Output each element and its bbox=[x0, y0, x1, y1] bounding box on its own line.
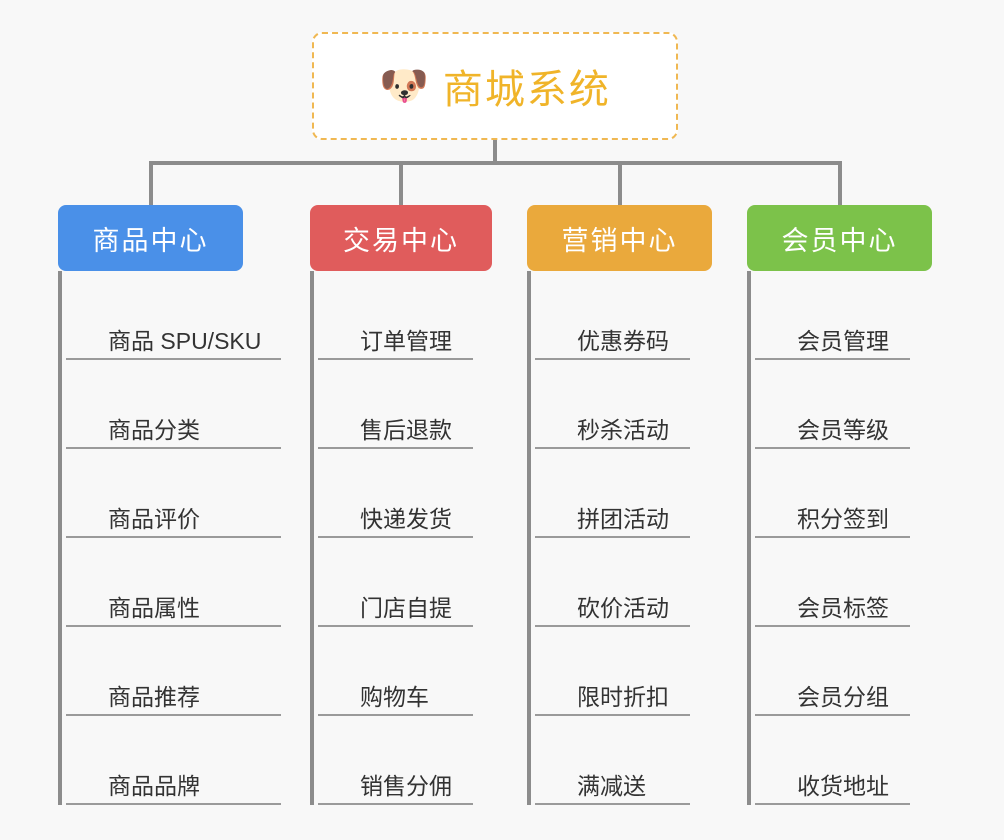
branch-header-label: 营销中心 bbox=[561, 225, 678, 256]
leaf-item[interactable]: 会员标签 bbox=[755, 538, 932, 627]
branch-header-2[interactable]: 交易中心 bbox=[310, 205, 492, 271]
leaf-item-label: 会员分组 bbox=[797, 683, 889, 710]
leaf-item-underline bbox=[755, 803, 910, 805]
leaf-item-label: 商品分类 bbox=[108, 416, 200, 443]
leaf-item-underline bbox=[535, 358, 690, 360]
leaf-item-underline bbox=[318, 358, 473, 360]
leaf-item-label: 会员标签 bbox=[797, 594, 889, 621]
connector-drop-3 bbox=[617, 161, 622, 205]
leaf-item[interactable]: 商品推荐 bbox=[66, 627, 281, 716]
leaf-item[interactable]: 商品评价 bbox=[66, 449, 281, 538]
leaf-item[interactable]: 积分签到 bbox=[755, 449, 932, 538]
leaf-item[interactable]: 秒杀活动 bbox=[535, 360, 712, 449]
leaf-item-underline bbox=[755, 447, 910, 449]
leaf-item-label: 优惠券码 bbox=[577, 327, 669, 354]
leaf-item-underline bbox=[66, 803, 281, 805]
leaf-item-underline bbox=[755, 714, 910, 716]
leaf-item-underline bbox=[318, 447, 473, 449]
leaf-list-2: 订单管理售后退款快递发货门店自提购物车销售分佣 bbox=[310, 271, 492, 805]
branch-header-3[interactable]: 营销中心 bbox=[527, 205, 712, 271]
leaf-item-label: 售后退款 bbox=[360, 416, 452, 443]
leaf-item-underline bbox=[66, 714, 281, 716]
leaf-list-4: 会员管理会员等级积分签到会员标签会员分组收货地址 bbox=[747, 271, 932, 805]
leaf-item[interactable]: 商品分类 bbox=[66, 360, 281, 449]
leaf-item-label: 商品评价 bbox=[108, 505, 200, 532]
leaf-item-underline bbox=[318, 714, 473, 716]
leaf-item-label: 门店自提 bbox=[360, 594, 452, 621]
leaf-item-underline bbox=[535, 803, 690, 805]
leaf-item-underline bbox=[755, 358, 910, 360]
leaf-item[interactable]: 限时折扣 bbox=[535, 627, 712, 716]
leaf-item-underline bbox=[318, 536, 473, 538]
leaf-item-label: 限时折扣 bbox=[577, 683, 669, 710]
leaf-item-underline bbox=[66, 358, 281, 360]
leaf-item-underline bbox=[755, 625, 910, 627]
branch-header-label: 商品中心 bbox=[92, 225, 209, 256]
branch-column-4: 会员中心会员管理会员等级积分签到会员标签会员分组收货地址 bbox=[747, 205, 932, 805]
dog-face-icon: 🐶 bbox=[379, 64, 429, 108]
leaf-item-underline bbox=[535, 447, 690, 449]
leaf-item[interactable]: 商品 SPU/SKU bbox=[66, 271, 281, 360]
leaf-item[interactable]: 满减送 bbox=[535, 716, 712, 805]
branch-header-1[interactable]: 商品中心 bbox=[58, 205, 243, 271]
leaf-item-label: 收货地址 bbox=[797, 772, 889, 799]
leaf-item[interactable]: 订单管理 bbox=[318, 271, 492, 360]
leaf-item-underline bbox=[66, 536, 281, 538]
leaf-item[interactable]: 购物车 bbox=[318, 627, 492, 716]
leaf-item[interactable]: 会员等级 bbox=[755, 360, 932, 449]
root-title: 商城系统 bbox=[442, 68, 611, 112]
root-node[interactable]: 🐶 商城系统 bbox=[312, 32, 678, 140]
leaf-item-label: 购物车 bbox=[360, 683, 429, 710]
connector-drop-2 bbox=[399, 161, 403, 205]
leaf-list-3: 优惠券码秒杀活动拼团活动砍价活动限时折扣满减送 bbox=[527, 271, 712, 805]
leaf-item[interactable]: 商品属性 bbox=[66, 538, 281, 627]
leaf-item[interactable]: 会员分组 bbox=[755, 627, 932, 716]
connector-drop-4 bbox=[837, 161, 842, 205]
leaf-item[interactable]: 商品品牌 bbox=[66, 716, 281, 805]
leaf-item-label: 订单管理 bbox=[360, 327, 452, 354]
leaf-item[interactable]: 门店自提 bbox=[318, 538, 492, 627]
leaf-list-1: 商品 SPU/SKU 商品分类商品评价商品属性商品推荐商品品牌 bbox=[58, 271, 281, 805]
branch-header-label: 会员中心 bbox=[781, 225, 898, 256]
leaf-item-label: 商品 SPU/SKU bbox=[108, 327, 262, 354]
leaf-item[interactable]: 优惠券码 bbox=[535, 271, 712, 360]
leaf-item-underline bbox=[66, 625, 281, 627]
leaf-item[interactable]: 销售分佣 bbox=[318, 716, 492, 805]
branch-column-1: 商品中心商品 SPU/SKU 商品分类商品评价商品属性商品推荐商品品牌 bbox=[58, 205, 281, 805]
leaf-item-label: 商品推荐 bbox=[108, 683, 200, 710]
leaf-item-label: 砍价活动 bbox=[577, 594, 669, 621]
leaf-item-label: 秒杀活动 bbox=[577, 416, 669, 443]
leaf-item-label: 商品品牌 bbox=[108, 772, 200, 799]
leaf-item-label: 会员管理 bbox=[797, 327, 889, 354]
branch-column-3: 营销中心优惠券码秒杀活动拼团活动砍价活动限时折扣满减送 bbox=[527, 205, 712, 805]
connector-horizontal-bus bbox=[149, 161, 841, 165]
connector-root-stem bbox=[493, 140, 497, 164]
leaf-item-label: 积分签到 bbox=[797, 505, 889, 532]
leaf-item-underline bbox=[755, 536, 910, 538]
leaf-item-underline bbox=[535, 714, 690, 716]
branch-header-label: 交易中心 bbox=[343, 225, 459, 256]
leaf-item-label: 销售分佣 bbox=[360, 772, 452, 799]
branch-header-4[interactable]: 会员中心 bbox=[747, 205, 932, 271]
leaf-item-label: 会员等级 bbox=[797, 416, 889, 443]
leaf-item-label: 满减送 bbox=[577, 772, 646, 799]
leaf-item-underline bbox=[535, 625, 690, 627]
leaf-item-label: 快递发货 bbox=[360, 505, 452, 532]
leaf-item[interactable]: 砍价活动 bbox=[535, 538, 712, 627]
connector-drop-1 bbox=[148, 161, 153, 205]
leaf-item-underline bbox=[535, 536, 690, 538]
leaf-item[interactable]: 拼团活动 bbox=[535, 449, 712, 538]
branch-column-2: 交易中心订单管理售后退款快递发货门店自提购物车销售分佣 bbox=[310, 205, 492, 805]
leaf-item[interactable]: 售后退款 bbox=[318, 360, 492, 449]
leaf-item-underline bbox=[66, 447, 281, 449]
leaf-item[interactable]: 快递发货 bbox=[318, 449, 492, 538]
leaf-item-label: 商品属性 bbox=[108, 594, 200, 621]
leaf-item[interactable]: 收货地址 bbox=[755, 716, 932, 805]
leaf-item-underline bbox=[318, 625, 473, 627]
leaf-item-underline bbox=[318, 803, 473, 805]
leaf-item-label: 拼团活动 bbox=[577, 505, 669, 532]
leaf-item[interactable]: 会员管理 bbox=[755, 271, 932, 360]
